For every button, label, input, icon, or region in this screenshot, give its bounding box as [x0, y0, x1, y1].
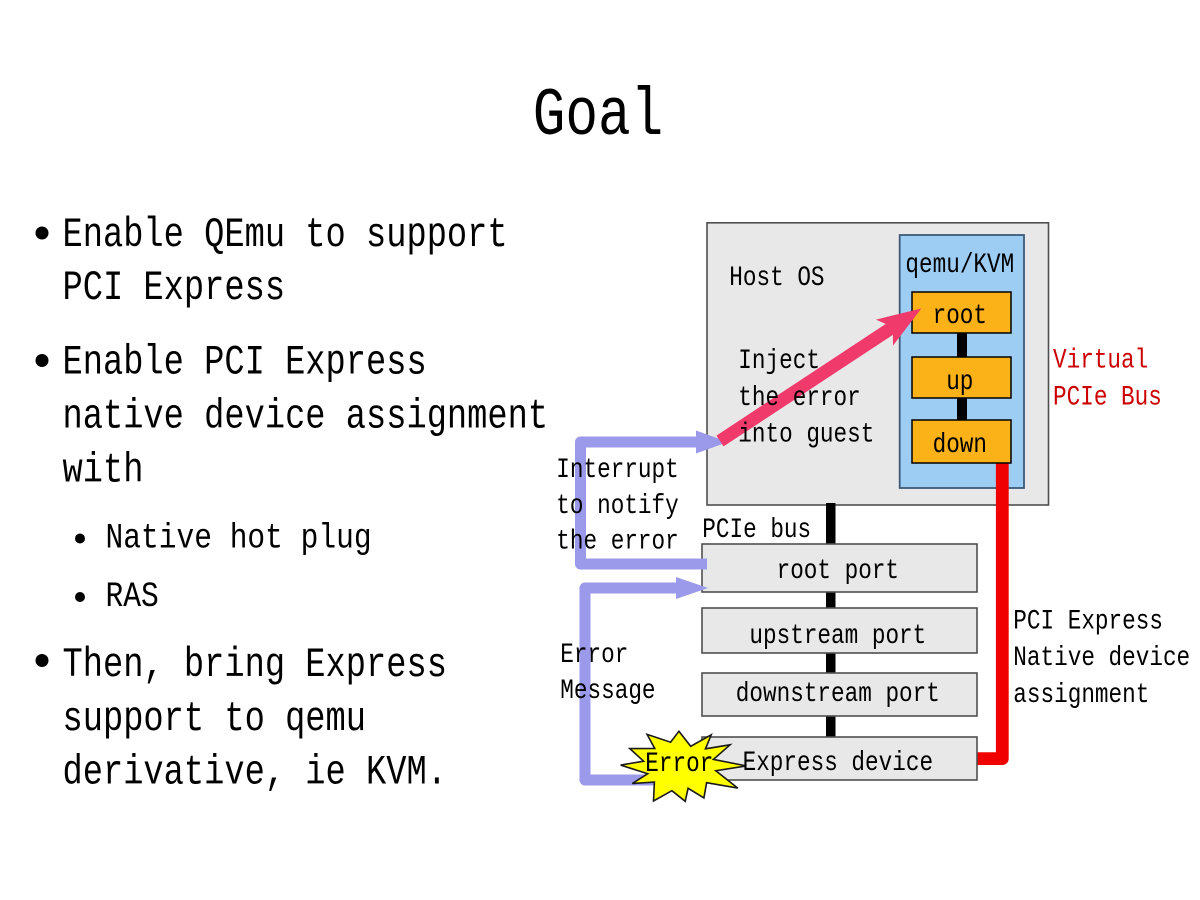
svg-text:Inject: Inject: [738, 345, 820, 377]
svg-text:into guest: into guest: [738, 419, 874, 451]
svg-text:Enable QEmu to support: Enable QEmu to support: [63, 212, 508, 259]
svg-text:with: with: [63, 447, 144, 494]
svg-text:Interrupt: Interrupt: [556, 454, 678, 486]
svg-text:Error: Error: [560, 639, 628, 671]
svg-text:Express device: Express device: [743, 747, 933, 779]
svg-text:down: down: [933, 429, 987, 461]
svg-text:derivative, ie KVM.: derivative, ie KVM.: [63, 749, 447, 796]
svg-text:the error: the error: [556, 525, 678, 557]
svg-text:Error: Error: [645, 748, 713, 780]
svg-text:root port: root port: [777, 555, 899, 587]
svg-text:Native hot plug: Native hot plug: [106, 518, 372, 558]
svg-text:PCIe bus: PCIe bus: [702, 514, 811, 546]
svg-text:Message: Message: [560, 675, 655, 707]
svg-text:upstream port: upstream port: [749, 620, 926, 652]
svg-text:Goal: Goal: [533, 79, 664, 155]
svg-text:to notify: to notify: [556, 490, 678, 522]
svg-text:Virtual: Virtual: [1053, 344, 1148, 376]
svg-text:Enable PCI Express: Enable PCI Express: [63, 339, 427, 386]
svg-text:PCI Express: PCI Express: [1013, 605, 1163, 637]
svg-text:assignment: assignment: [1013, 679, 1149, 711]
svg-text:RAS: RAS: [106, 577, 159, 617]
svg-text:qemu/KVM: qemu/KVM: [905, 249, 1014, 281]
svg-text:Native device: Native device: [1013, 642, 1190, 674]
svg-text:Host OS: Host OS: [729, 262, 824, 294]
svg-text:native device assignment: native device assignment: [63, 393, 549, 440]
svg-text:root: root: [933, 300, 987, 332]
svg-text:support to qemu: support to qemu: [63, 696, 367, 743]
svg-text:PCI Express: PCI Express: [63, 265, 286, 312]
svg-text:PCIe Bus: PCIe Bus: [1053, 382, 1162, 414]
svg-text:downstream port: downstream port: [736, 678, 940, 710]
svg-text:Then, bring Express: Then, bring Express: [63, 642, 447, 689]
svg-text:up: up: [946, 366, 973, 398]
svg-text:the error: the error: [738, 382, 860, 414]
